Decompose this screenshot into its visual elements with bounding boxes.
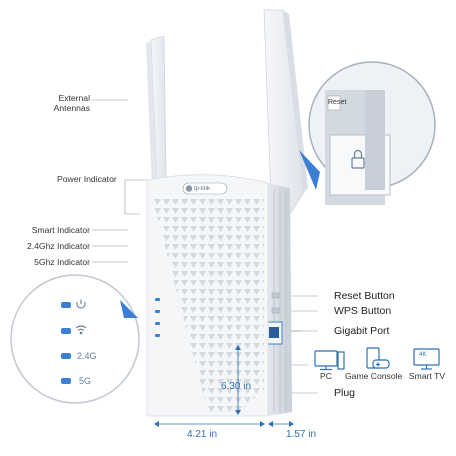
smart-tv-icon [413,348,440,370]
label-gigabit-port: Gigabit Port [334,325,390,337]
game-console-icon [366,347,390,369]
dimension-width: 4.21 in [187,429,218,440]
front-led-label-power: · [162,296,164,301]
led-label-2-4g: 2.4G [77,351,97,361]
led-zoom-circle [10,274,140,404]
led-label-5g: 5G [79,376,92,386]
label-wps-button: WPS Button [334,305,392,317]
label-2-4ghz-indicator: 2.4Ghz Indicator [26,241,90,251]
dimension-height: 6.30 in [221,381,252,392]
front-leds [155,298,160,337]
pc-icon [314,350,345,371]
power-icon [76,299,86,309]
device-label-pc: PC [320,371,332,381]
tv-4k-badge: 4K [419,352,427,358]
vent-ridges [273,190,287,412]
brand-logo: tp-link [194,186,211,192]
label-5ghz-indicator: 5Ghz Indicator [34,257,90,267]
label-power-indicator: Power Indicator [57,174,117,184]
label-plug: Plug [334,387,356,399]
label-smart-indicator: Smart Indicator [31,225,90,235]
reset-zoom-circle [299,61,436,205]
dimension-depth: 1.57 in [286,429,317,440]
dimension-lines [154,345,294,427]
label-external-antennas: External Antennas [53,93,90,113]
device-label-smart-tv: Smart TV [408,371,446,381]
lock-icon [351,149,365,169]
label-reset-button: Reset Button [334,290,395,302]
device-label-game-console: Game Console [345,371,403,381]
wifi-icon [75,325,87,335]
zoom-reset-label: Reset [328,99,347,106]
left-antenna [146,35,167,190]
